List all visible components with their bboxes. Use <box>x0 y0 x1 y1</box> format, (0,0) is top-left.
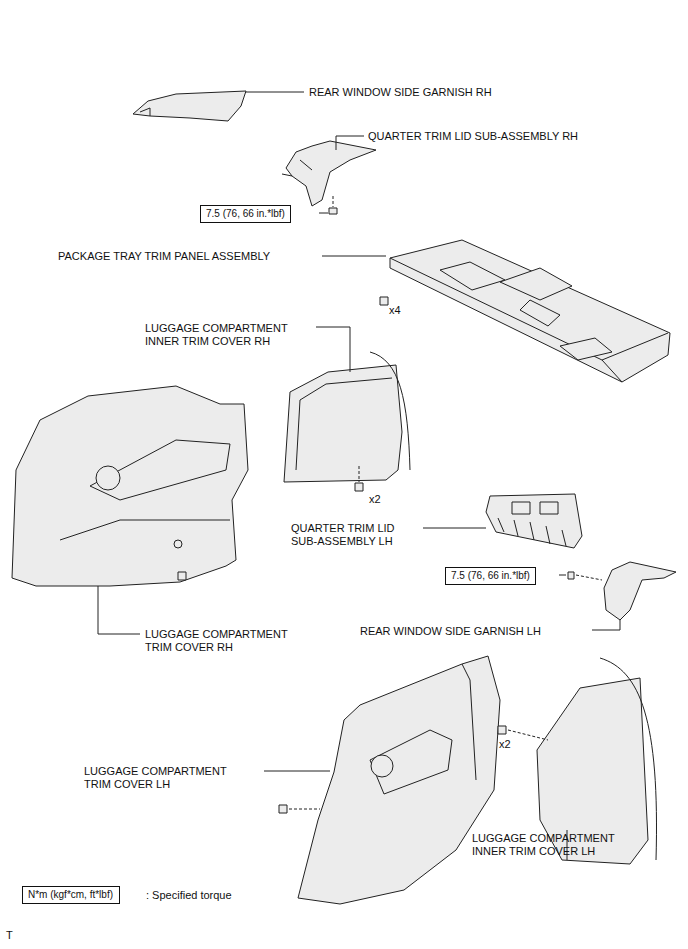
torque-value: 7.5 (76, 66 in.*lbf) <box>206 208 285 220</box>
part-name: QUARTER TRIM LID SUB-ASSEMBLY RH <box>368 130 578 143</box>
part-name: REAR WINDOW SIDE GARNISH LH <box>360 625 541 638</box>
torque-box: N*m (kgf*cm, ft*lbf) <box>22 886 120 904</box>
quarter-trim-rh <box>286 141 376 206</box>
garnish-rh <box>133 91 246 121</box>
torque-value: N*m (kgf*cm, ft*lbf) <box>28 889 114 901</box>
garnish-lh <box>604 562 676 620</box>
part-name: LUGGAGE COMPARTMENT INNER TRIM COVER LH <box>472 832 632 858</box>
part-name: : Specified torque <box>146 889 232 902</box>
trim-cover-rh <box>12 386 248 586</box>
package-tray <box>390 240 670 382</box>
part-name: T <box>6 929 13 942</box>
quantity-mark: x4 <box>389 304 401 317</box>
quantity-mark: x2 <box>369 493 381 506</box>
leader-lines <box>98 92 620 860</box>
torque-box: 7.5 (76, 66 in.*lbf) <box>445 567 536 585</box>
quarter-trim-lh <box>486 494 582 548</box>
part-name: REAR WINDOW SIDE GARNISH RH <box>309 86 492 99</box>
part-name: LUGGAGE COMPARTMENT TRIM COVER RH <box>145 628 305 654</box>
part-name: PACKAGE TRAY TRIM PANEL ASSEMBLY <box>58 250 270 263</box>
bolt <box>329 208 337 214</box>
part-name: QUARTER TRIM LID SUB-ASSEMBLY LH <box>291 522 411 548</box>
torque-value: 7.5 (76, 66 in.*lbf) <box>451 570 530 582</box>
part-name: LUGGAGE COMPARTMENT TRIM COVER LH <box>84 765 244 791</box>
quantity-mark: x2 <box>499 738 511 751</box>
trim-cover-lh <box>298 656 500 904</box>
part-name: LUGGAGE COMPARTMENT INNER TRIM COVER RH <box>145 322 305 348</box>
torque-box: 7.5 (76, 66 in.*lbf) <box>200 205 291 223</box>
